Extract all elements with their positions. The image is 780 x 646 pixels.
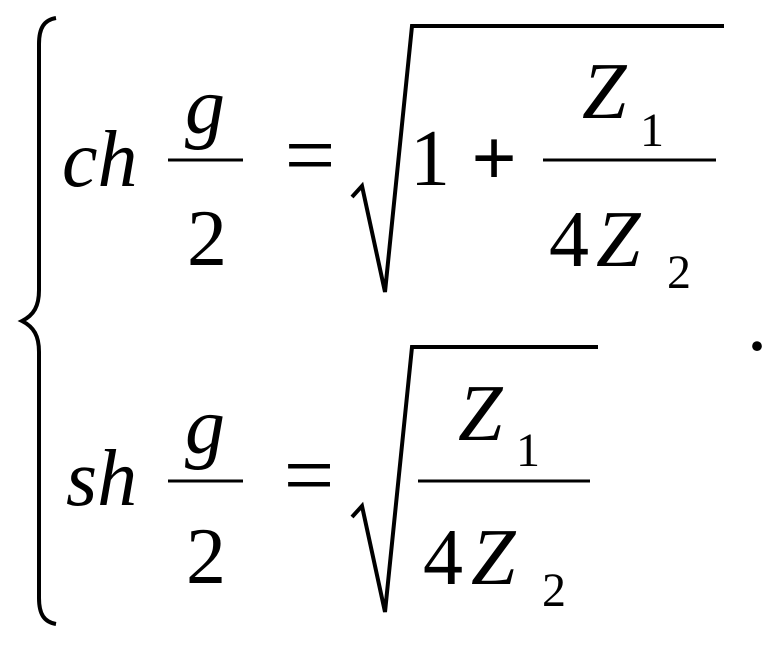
row1-radical-sign <box>350 24 724 293</box>
row2-frac-den-var: Z <box>471 514 517 602</box>
row2-frac-num-sub: 1 <box>516 424 540 477</box>
row2-arg-numerator: g <box>185 383 225 471</box>
row1-arg-denominator: 2 <box>187 195 227 283</box>
left-curly-brace <box>17 16 57 626</box>
row2-frac-den-sub: 2 <box>542 564 566 617</box>
row1-frac-num-var: Z <box>582 48 628 136</box>
row1-frac-den-sub: 2 <box>667 246 691 299</box>
row1-equals: = <box>285 106 336 205</box>
row2-frac-num-var: Z <box>458 370 504 458</box>
row1-frac-num-sub: 1 <box>640 104 664 157</box>
row1-function: ch <box>62 116 138 204</box>
row1-plus: + <box>471 115 517 203</box>
row1-arg-numerator: g <box>185 63 225 151</box>
row2-function: sh <box>66 435 137 523</box>
row2-equals: = <box>284 426 335 525</box>
row1-one: 1 <box>410 115 450 203</box>
row2-radical-sign <box>350 345 598 613</box>
row2-frac-den-coef: 4 <box>423 514 463 602</box>
terminating-period: . <box>750 297 765 363</box>
row1-frac-den-var: Z <box>596 196 642 284</box>
row1-frac-den-coef: 4 <box>549 196 589 284</box>
row2-arg-denominator: 2 <box>186 513 226 601</box>
